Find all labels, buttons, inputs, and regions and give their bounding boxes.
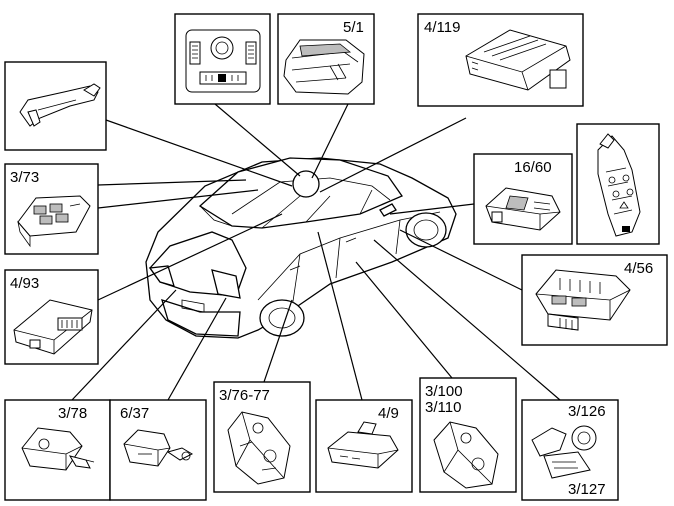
label-6-37: 6/37 — [120, 405, 149, 422]
control-module-icon — [485, 187, 561, 231]
label-3-73: 3/73 — [10, 169, 39, 186]
fusebox-4-56-box: 4/56 — [521, 254, 668, 346]
lock-mechanism-icon — [433, 421, 499, 489]
control-module-icon — [465, 29, 571, 91]
handle-box — [4, 61, 107, 151]
lock-mechanism-icon — [21, 427, 95, 471]
lock-3-100-110-box: 3/100 3/110 — [419, 377, 517, 493]
light-switch-box — [174, 13, 271, 105]
label-4-119: 4/119 — [424, 19, 460, 36]
switch-panel-icon — [17, 195, 91, 248]
label-3-100: 3/100 — [425, 383, 463, 400]
module-4-119-box: 4/119 — [417, 13, 584, 107]
label-3-110: 3/110 — [425, 399, 461, 416]
window-motor-icon — [531, 425, 597, 479]
fuse-box-icon — [535, 269, 631, 331]
car-icon — [145, 157, 457, 339]
handle-icon — [19, 83, 101, 127]
label-4-93: 4/93 — [10, 275, 39, 292]
instrument-cluster-icon — [283, 39, 365, 95]
label-4-9: 4/9 — [378, 405, 399, 422]
control-module-icon — [327, 421, 399, 469]
module-3-73-box: 3/73 — [4, 163, 99, 255]
key-fob-icon — [597, 133, 641, 237]
lock-mechanism-icon — [227, 411, 291, 485]
label-3-126: 3/126 — [568, 403, 606, 420]
label-3-78: 3/78 — [58, 405, 87, 422]
leader-lines — [71, 103, 561, 401]
lock-3-78-box: 3/78 — [4, 399, 111, 501]
control-module-icon — [13, 299, 93, 355]
lock-3-76-77-box: 3/76-77 — [213, 381, 311, 493]
module-4-9-box: 4/9 — [315, 399, 413, 493]
actuator-icon — [123, 429, 194, 467]
module-4-93-box: 4/93 — [4, 269, 99, 365]
light-switch-icon — [185, 29, 261, 93]
key-fob-box — [576, 123, 660, 245]
label-5-1: 5/1 — [343, 19, 364, 36]
motor-3-126-127-box: 3/126 3/127 — [521, 399, 619, 501]
actuator-6-37-box: 6/37 — [109, 399, 207, 501]
mirror-switch-box: 5/1 — [277, 13, 375, 105]
label-3-127: 3/127 — [568, 481, 606, 498]
label-3-76-77: 3/76-77 — [219, 387, 270, 404]
label-4-56: 4/56 — [624, 260, 653, 277]
label-16-60: 16/60 — [514, 159, 552, 176]
module-16-60-box: 16/60 — [473, 153, 573, 245]
